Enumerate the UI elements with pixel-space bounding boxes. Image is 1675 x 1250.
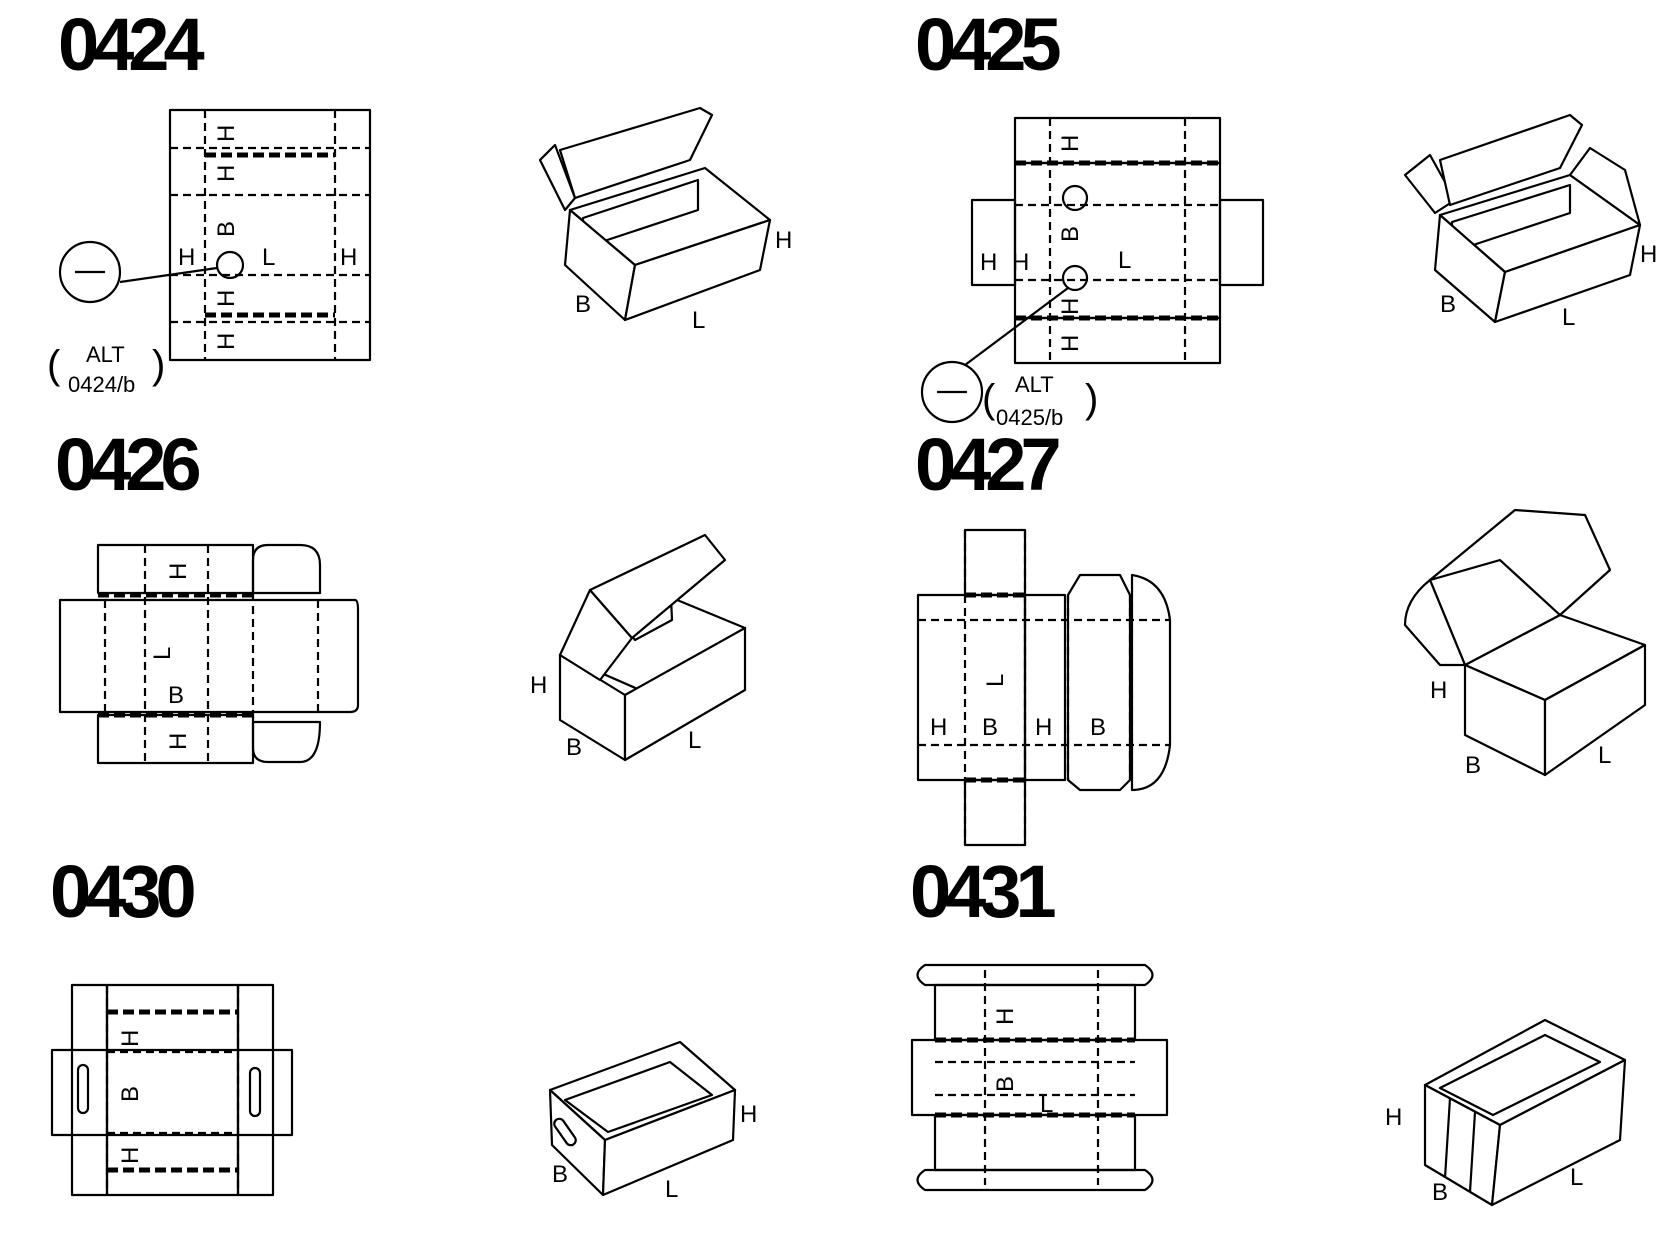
- blank-0431-label-h: H: [992, 1008, 1019, 1025]
- blank-0430-label-b: B: [117, 1086, 144, 1102]
- alt-0424-close-paren: ): [152, 343, 165, 387]
- blank-0424-label-h1: H: [213, 125, 240, 142]
- box-0431-label-b: B: [1432, 1179, 1448, 1206]
- box-0425-3d: [1403, 113, 1642, 324]
- box-0427-label-h: H: [1430, 677, 1447, 704]
- style-code-0430: 0430: [50, 850, 197, 933]
- alt-0424-label: ALT: [86, 342, 125, 367]
- blank-0424-label-h4: H: [340, 244, 357, 271]
- box-0426-label-l: L: [688, 727, 701, 754]
- box-0426-label-b: B: [566, 734, 582, 761]
- blank-0430-label-h2: H: [117, 1147, 144, 1164]
- blank-0425-label-h2: H: [980, 249, 997, 276]
- blank-0430: [50, 983, 294, 1197]
- box-0427-label-l: L: [1598, 742, 1611, 769]
- box-0431-label-l: L: [1570, 1164, 1583, 1191]
- box-0425-label-l: L: [1562, 304, 1575, 331]
- blank-0426-label-b: B: [168, 682, 184, 709]
- box-0431-3d: [1423, 1018, 1627, 1207]
- blank-0427-label-h1: H: [930, 714, 947, 741]
- blank-0427-label-l: L: [982, 674, 1009, 687]
- blank-0426: [58, 543, 360, 765]
- style-code-0431: 0431: [910, 850, 1057, 933]
- blank-0425-label-h1: H: [1057, 135, 1084, 152]
- blank-0425-label-b: B: [1057, 226, 1084, 242]
- blank-0424-label-h2: H: [213, 165, 240, 182]
- blank-0425-label-l: L: [1118, 247, 1131, 274]
- blank-0424-label-l: L: [262, 244, 275, 271]
- style-code-0426: 0426: [55, 423, 202, 506]
- style-code-0425: 0425: [915, 3, 1062, 86]
- blank-0430-label-h1: H: [117, 1030, 144, 1047]
- blank-0427-label-h2: H: [1035, 714, 1052, 741]
- blank-0426-label-h2: H: [165, 733, 192, 750]
- style-code-0424: 0424: [58, 3, 205, 86]
- box-0430-3d: [548, 1040, 737, 1197]
- blank-0426-label-l: L: [149, 647, 176, 660]
- blank-0427-label-b2: B: [1090, 714, 1106, 741]
- blank-0426-label-h1: H: [165, 563, 192, 580]
- box-0424-3d: [538, 106, 772, 322]
- blank-0424-label-h3: H: [178, 244, 195, 271]
- box-0430-label-b: B: [552, 1161, 568, 1188]
- alt-0424-open-paren: (: [47, 343, 61, 387]
- blank-0424: [58, 108, 372, 362]
- alt-0425-code: 0425/b: [996, 405, 1063, 430]
- blank-0425-label-h3: H: [1012, 249, 1029, 276]
- blank-0424-label-h5: H: [213, 290, 240, 307]
- blank-0431-label-l: L: [1040, 1091, 1053, 1118]
- box-0427-label-b: B: [1465, 752, 1481, 779]
- blank-0424-label-h6: H: [213, 333, 240, 350]
- blank-0427-label-b1: B: [982, 714, 998, 741]
- box-0427-3d: [1403, 508, 1647, 777]
- blank-0431: [910, 963, 1169, 1192]
- alt-0424-code: 0424/b: [68, 372, 135, 397]
- alt-0425-close-paren: ): [1085, 377, 1098, 421]
- box-0426-label-h: H: [530, 672, 547, 699]
- box-0425-label-h: H: [1640, 241, 1657, 268]
- alt-0425-open-paren: (: [982, 377, 996, 421]
- blank-0425-label-h5: H: [1057, 335, 1084, 352]
- box-0430-label-h: H: [740, 1101, 757, 1128]
- box-0426-3d: [558, 533, 747, 762]
- box-0424-label-h: H: [775, 227, 792, 254]
- blank-0427: [916, 528, 1172, 847]
- box-0424-label-l: L: [692, 307, 705, 334]
- box-0431-label-h: H: [1385, 1104, 1402, 1131]
- blank-0425: [920, 116, 1265, 424]
- blank-0425-label-h4: H: [1057, 298, 1084, 315]
- blank-0431-label-b: B: [992, 1076, 1019, 1092]
- box-0424-label-b: B: [575, 291, 591, 318]
- box-0425-label-b: B: [1440, 291, 1456, 318]
- box-0430-label-l: L: [665, 1176, 678, 1203]
- alt-0425-label: ALT: [1015, 372, 1054, 397]
- style-code-0427: 0427: [915, 423, 1062, 506]
- blank-0424-label-b: B: [213, 221, 240, 237]
